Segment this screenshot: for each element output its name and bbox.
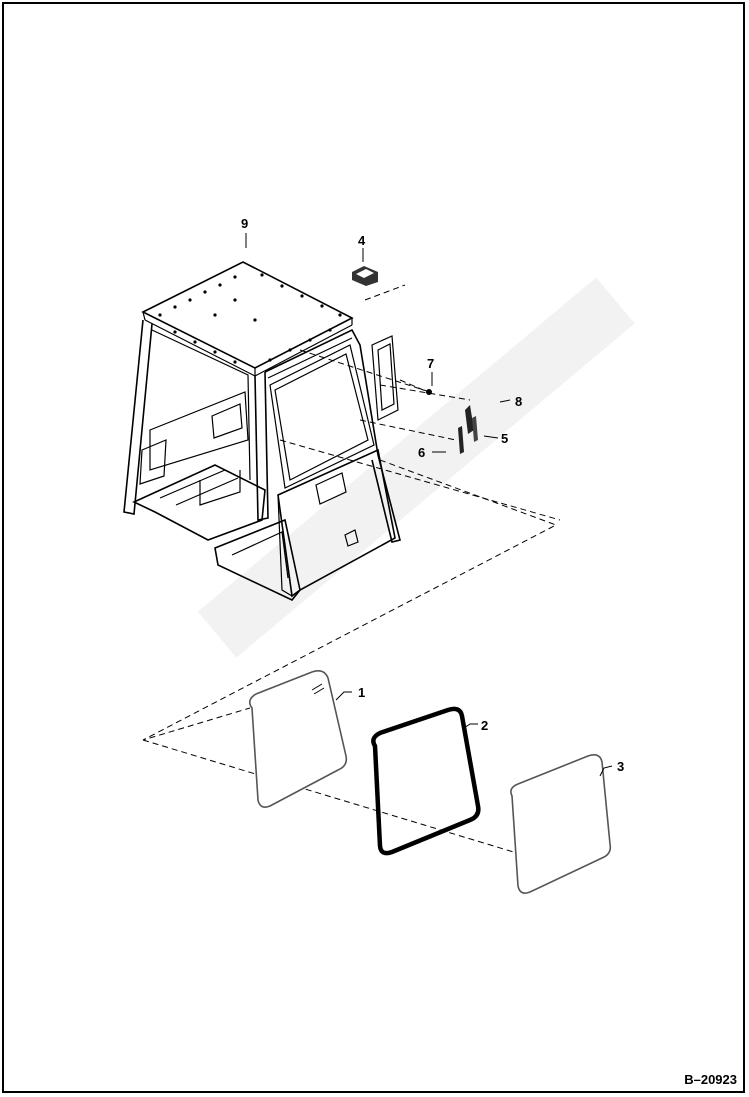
callout-8: 8	[515, 394, 522, 409]
cab-assembly	[123, 261, 401, 601]
callout-6: 6	[418, 445, 425, 460]
part-1-glass	[248, 670, 348, 808]
callout-7: 7	[427, 356, 434, 371]
callout-3: 3	[617, 759, 624, 774]
part-3-glass	[510, 754, 612, 894]
explosion-lines	[142, 284, 561, 861]
callout-5: 5	[501, 431, 508, 446]
roof-bolts	[158, 273, 342, 364]
figure-code: B–20923	[684, 1072, 737, 1087]
callout-2: 2	[481, 718, 488, 733]
callout-9: 9	[241, 216, 248, 231]
part-2-seal	[371, 706, 481, 856]
part-4-beacon	[352, 266, 378, 286]
watermark	[197, 277, 635, 658]
callout-4: 4	[358, 233, 366, 248]
fasteners-5-to-8	[426, 389, 478, 454]
callout-1: 1	[358, 685, 365, 700]
leader-lines	[245, 233, 613, 777]
